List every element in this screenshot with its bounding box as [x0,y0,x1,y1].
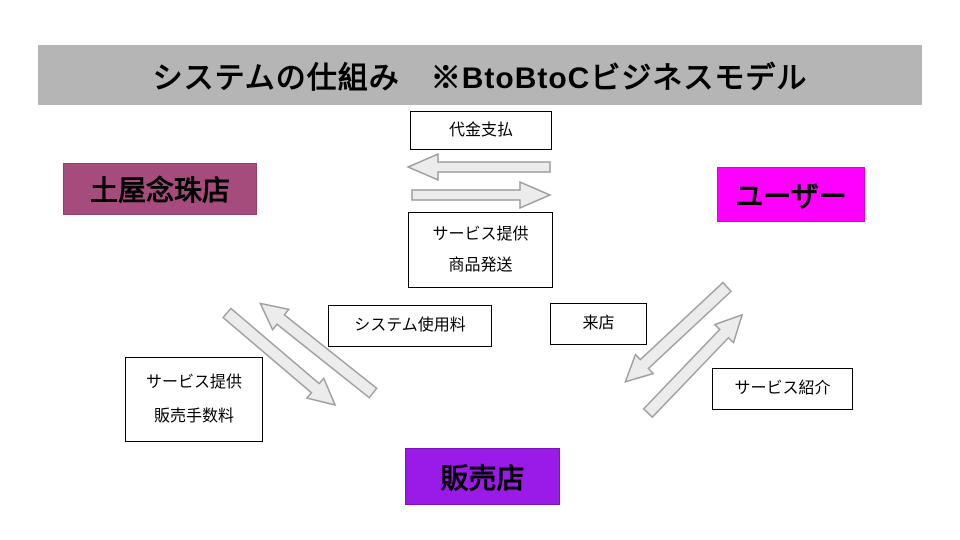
page-title: システムの仕組み ※BtoBtoCビジネスモデル [152,62,808,95]
label-service-introduction: サービス紹介 [712,368,853,410]
entity-user-label: ユーザー [735,180,847,212]
label-store-visit: 来店 [550,303,647,345]
label-system-usage-fee: システム使用料 [328,305,492,347]
arrow-left-icon [406,152,551,182]
label-service-commission-line2: 販売手数料 [153,407,234,425]
label-service-delivery-line2: 商品発送 [448,256,513,274]
label-service-introduction-text: サービス紹介 [734,380,831,398]
entity-dealer-label: 販売店 [440,462,525,494]
label-service-delivery-line1: サービス提供 [432,225,529,243]
entity-tsuchiya-nenju-store: 土屋念珠店 [63,163,257,215]
label-system-usage-fee-text: システム使用料 [354,317,466,335]
entity-dealer-store: 販売店 [405,448,560,505]
label-payment: 代金支払 [410,111,552,150]
label-payment-text: 代金支払 [448,121,513,139]
arrow-right-icon [411,180,552,210]
title-bar: システムの仕組み ※BtoBtoCビジネスモデル [38,45,922,105]
label-service-commission-line1: サービス提供 [145,373,242,391]
label-service-commission: サービス提供 販売手数料 [125,357,263,442]
entity-user: ユーザー [717,167,865,222]
entity-tsuchiya-label: 土屋念珠店 [89,175,230,206]
label-store-visit-text: 来店 [582,315,615,333]
label-service-delivery: サービス提供 商品発送 [408,212,553,288]
